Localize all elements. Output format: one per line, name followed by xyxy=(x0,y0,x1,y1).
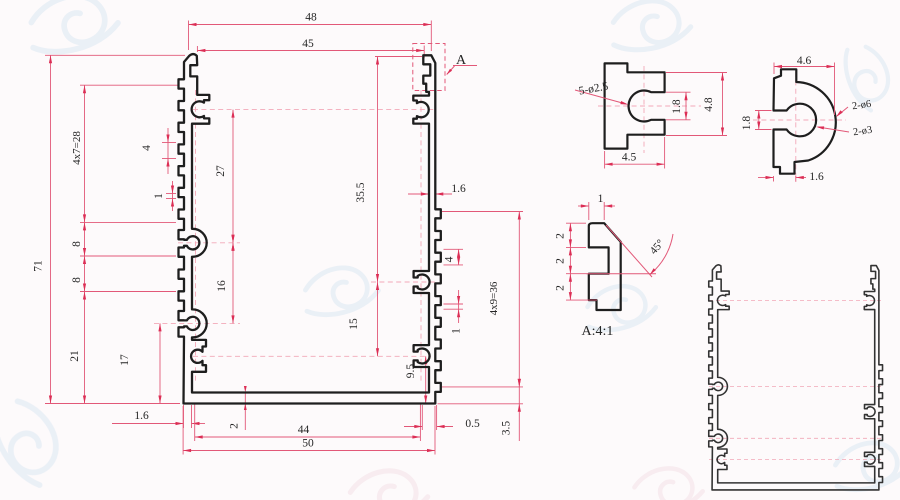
svg-text:1.6: 1.6 xyxy=(451,183,466,195)
svg-text:44: 44 xyxy=(298,424,310,436)
svg-text:5-ø2.5: 5-ø2.5 xyxy=(578,81,610,98)
svg-text:15: 15 xyxy=(348,318,360,330)
svg-text:2: 2 xyxy=(229,423,241,429)
svg-text:35.5: 35.5 xyxy=(355,182,367,202)
svg-text:4: 4 xyxy=(443,256,455,262)
svg-text:4.5: 4.5 xyxy=(622,152,637,164)
svg-text:45: 45 xyxy=(302,38,314,50)
svg-text:2-ø6: 2-ø6 xyxy=(851,99,872,113)
svg-text:21: 21 xyxy=(69,350,81,362)
svg-text:48: 48 xyxy=(305,12,317,24)
svg-text:50: 50 xyxy=(302,438,314,450)
svg-text:4x7=28: 4x7=28 xyxy=(71,131,83,165)
svg-text:1.8: 1.8 xyxy=(671,99,683,114)
svg-text:1: 1 xyxy=(153,193,165,199)
svg-text:71: 71 xyxy=(33,260,45,272)
svg-text:3.5: 3.5 xyxy=(501,421,513,436)
svg-text:1.8: 1.8 xyxy=(741,116,753,131)
svg-text:2: 2 xyxy=(555,258,567,264)
svg-text:0.5: 0.5 xyxy=(465,418,480,430)
svg-text:A:4:1: A:4:1 xyxy=(582,324,614,339)
svg-text:2: 2 xyxy=(555,233,567,239)
svg-text:4x9=36: 4x9=36 xyxy=(488,281,500,315)
svg-text:1.6: 1.6 xyxy=(134,410,149,422)
svg-text:16: 16 xyxy=(216,280,228,292)
svg-text:4.8: 4.8 xyxy=(703,97,715,112)
svg-text:27: 27 xyxy=(215,165,227,177)
svg-text:4.6: 4.6 xyxy=(797,55,812,67)
svg-text:1.6: 1.6 xyxy=(809,171,824,183)
svg-text:8: 8 xyxy=(71,241,83,247)
svg-text:A: A xyxy=(456,53,467,68)
svg-text:1: 1 xyxy=(598,193,604,205)
svg-text:9.5: 9.5 xyxy=(405,364,417,379)
svg-text:4: 4 xyxy=(141,145,153,151)
svg-text:2-ø3: 2-ø3 xyxy=(852,125,873,139)
svg-text:1: 1 xyxy=(451,328,463,334)
svg-text:8: 8 xyxy=(71,277,83,283)
svg-text:2: 2 xyxy=(555,285,567,291)
svg-text:17: 17 xyxy=(119,354,131,366)
